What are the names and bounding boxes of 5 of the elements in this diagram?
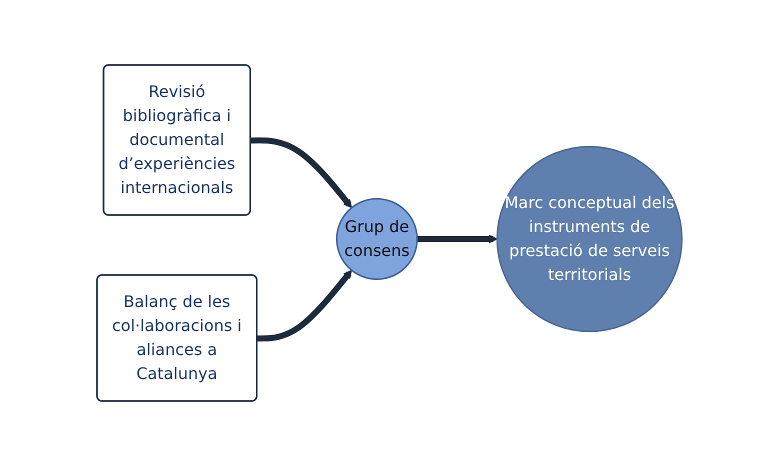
node-circle: Marc conceptual dels instruments de prestació de serveis territorials xyxy=(496,145,682,332)
arrow xyxy=(256,269,352,341)
arrow xyxy=(250,136,352,208)
arrow xyxy=(416,234,498,243)
node-circle: Grup de consens xyxy=(336,198,418,280)
